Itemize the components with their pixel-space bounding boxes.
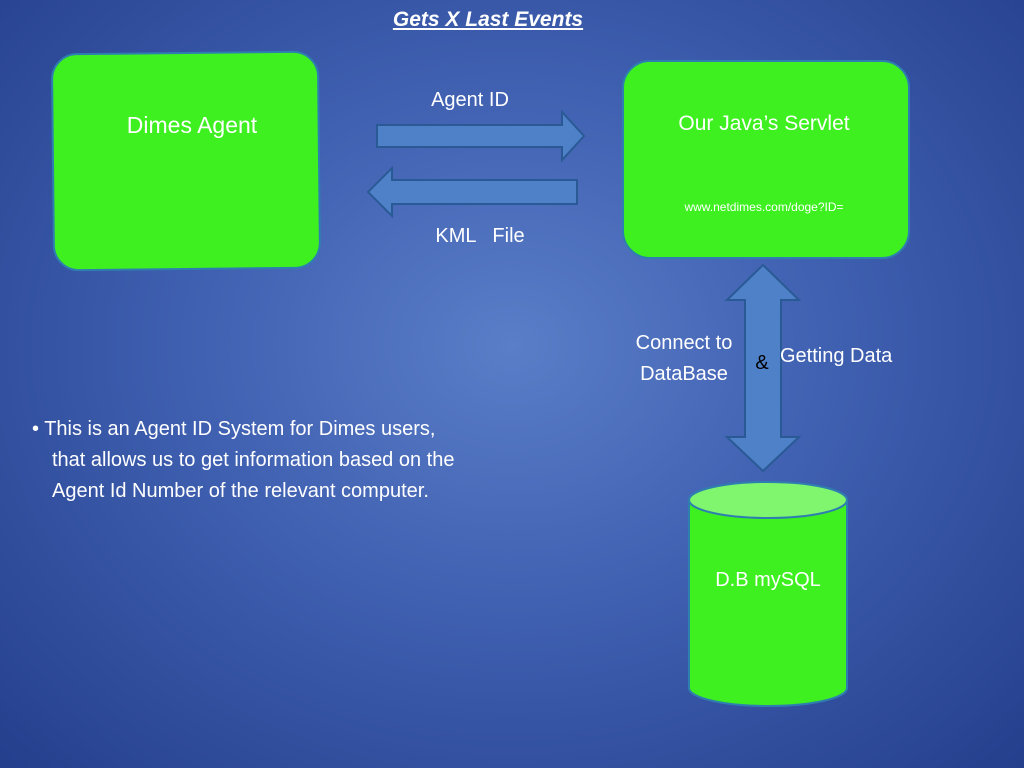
database-double-arrow [724,263,802,473]
bullet-line-1: • This is an Agent ID System for Dimes u… [32,418,436,440]
slide-title: Gets X Last Events [392,8,584,31]
java-servlet-label: Our Java’s Servlet [678,112,850,135]
agent-id-label: Agent ID [431,89,509,111]
connect-database-label: Connect to DataBase [616,328,752,390]
kml-file-label: KML File [435,225,525,247]
servlet-url-label: www.netdimes.com/doge?ID= [684,200,844,214]
getting-data-label: Getting Data [780,345,893,367]
database-cylinder [688,481,848,707]
bullet-line-3: Agent Id Number of the relevant computer… [52,480,429,502]
bullet-line-2: that allows us to get information based … [52,449,455,471]
database-label: D.B mySQL [715,569,821,591]
description-bullet: • This is an Agent ID System for Dimes u… [32,414,592,507]
dimes-agent-label: Dimes Agent [126,112,258,138]
agent-id-arrow [376,109,586,163]
kml-file-arrow [366,165,578,219]
connect-line-1: Connect to [635,332,733,354]
connect-line-2: DataBase [640,363,728,385]
ampersand-label: & [755,352,769,374]
java-servlet-node [622,60,910,259]
